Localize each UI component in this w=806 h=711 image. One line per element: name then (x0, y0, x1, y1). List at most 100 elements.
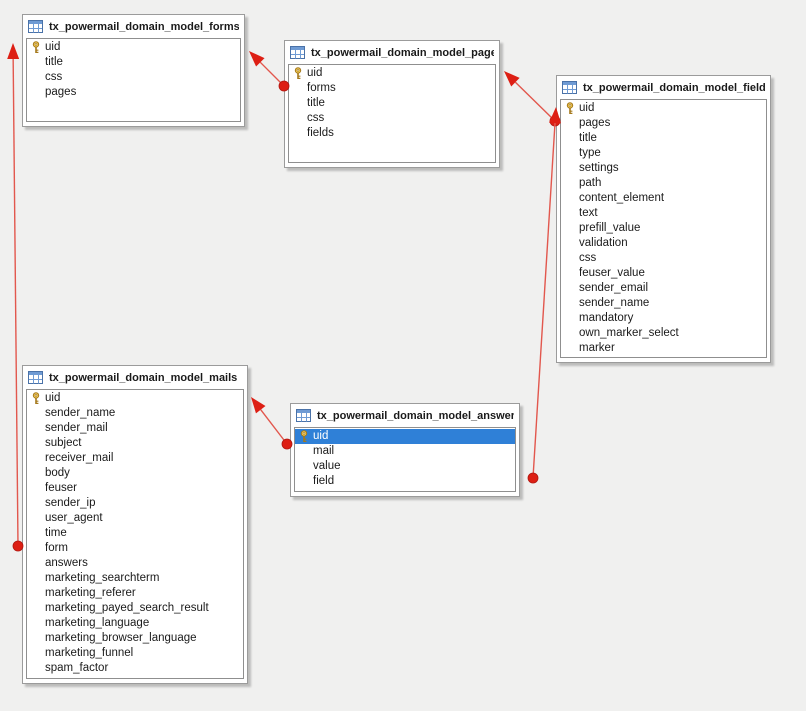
relation-pages-forms (249, 51, 290, 92)
field-row-pages-forms[interactable]: forms (289, 81, 495, 96)
table-body: uid mail value (294, 427, 516, 492)
key-icon (295, 460, 313, 473)
field-row-mails-marketing_referer[interactable]: marketing_referer (27, 586, 243, 601)
field-name: text (579, 207, 598, 219)
key-icon (561, 117, 579, 130)
relation-origin-dot (527, 472, 539, 484)
key-icon (295, 475, 313, 488)
field-row-mails-time[interactable]: time (27, 526, 243, 541)
field-row-fields-path[interactable]: path (561, 176, 766, 191)
key-icon (27, 527, 45, 540)
field-row-mails-sender_ip[interactable]: sender_ip (27, 496, 243, 511)
table-fields[interactable]: tx_powermail_domain_model_fields uid pag… (556, 75, 771, 363)
field-row-fields-text[interactable]: text (561, 206, 766, 221)
table-title: tx_powermail_domain_model_pages (311, 46, 494, 59)
field-row-pages-title[interactable]: title (289, 96, 495, 111)
field-row-mails-sender_name[interactable]: sender_name (27, 406, 243, 421)
field-row-answers-value[interactable]: value (295, 459, 515, 474)
field-row-fields-pages[interactable]: pages (561, 116, 766, 131)
key-icon (27, 422, 45, 435)
field-name: body (45, 467, 70, 479)
field-row-mails-marketing_language[interactable]: marketing_language (27, 616, 243, 631)
field-row-fields-feuser_value[interactable]: feuser_value (561, 266, 766, 281)
field-row-fields-validation[interactable]: validation (561, 236, 766, 251)
field-name: sender_name (579, 297, 650, 309)
field-row-fields-content_element[interactable]: content_element (561, 191, 766, 206)
field-row-mails-subject[interactable]: subject (27, 436, 243, 451)
table-pages[interactable]: tx_powermail_domain_model_pages uid form… (284, 40, 500, 168)
table-icon (28, 20, 43, 33)
field-row-answers-uid[interactable]: uid (295, 429, 515, 444)
field-name: user_agent (45, 512, 103, 524)
key-icon (27, 467, 45, 480)
field-row-mails-marketing_browser_language[interactable]: marketing_browser_language (27, 631, 243, 646)
field-name: css (45, 71, 63, 83)
field-row-fields-settings[interactable]: settings (561, 161, 766, 176)
field-row-answers-field[interactable]: field (295, 474, 515, 489)
field-row-pages-uid[interactable]: uid (289, 66, 495, 81)
field-row-forms-pages[interactable]: pages (27, 85, 240, 100)
field-row-fields-type[interactable]: type (561, 146, 766, 161)
table-icon (290, 46, 305, 59)
field-row-mails-form[interactable]: form (27, 541, 243, 556)
field-row-fields-prefill_value[interactable]: prefill_value (561, 221, 766, 236)
field-name: prefill_value (579, 222, 641, 234)
field-row-fields-own_marker_select[interactable]: own_marker_select (561, 326, 766, 341)
field-row-forms-css[interactable]: css (27, 70, 240, 85)
relation-fields-pages (504, 71, 561, 127)
field-row-mails-marketing_funnel[interactable]: marketing_funnel (27, 646, 243, 661)
field-row-fields-css[interactable]: css (561, 251, 766, 266)
field-row-fields-sender_email[interactable]: sender_email (561, 281, 766, 296)
field-name: uid (307, 67, 323, 79)
field-row-fields-uid[interactable]: uid (561, 101, 766, 116)
field-name: css (307, 112, 325, 124)
key-icon (561, 267, 579, 280)
field-row-mails-body[interactable]: body (27, 466, 243, 481)
table-forms[interactable]: tx_powermail_domain_model_forms uid titl… (22, 14, 245, 127)
field-row-answers-mail[interactable]: mail (295, 444, 515, 459)
field-row-fields-title[interactable]: title (561, 131, 766, 146)
field-row-mails-sender_mail[interactable]: sender_mail (27, 421, 243, 436)
key-icon (27, 602, 45, 615)
key-icon (27, 542, 45, 555)
field-row-mails-answers[interactable]: answers (27, 556, 243, 571)
field-name: uid (579, 102, 595, 114)
key-icon (289, 97, 307, 110)
field-row-fields-marker[interactable]: marker (561, 341, 766, 356)
table-answers[interactable]: tx_powermail_domain_model_answers uid ma… (290, 403, 520, 497)
key-icon (27, 407, 45, 420)
field-row-pages-fields[interactable]: fields (289, 126, 495, 141)
key-icon (27, 557, 45, 570)
key-icon (27, 647, 45, 660)
field-row-mails-feuser[interactable]: feuser (27, 481, 243, 496)
field-row-mails-uid[interactable]: uid (27, 391, 243, 406)
table-title: tx_powermail_domain_model_mails (49, 371, 238, 384)
field-name: spam_factor (45, 662, 109, 674)
key-icon (561, 342, 579, 355)
field-row-forms-title[interactable]: title (27, 55, 240, 70)
table-header: tx_powermail_domain_model_forms (23, 15, 244, 38)
field-name: title (307, 97, 325, 109)
table-mails[interactable]: tx_powermail_domain_model_mails uid send… (22, 365, 248, 684)
field-row-forms-uid[interactable]: uid (27, 40, 240, 55)
field-row-fields-sender_name[interactable]: sender_name (561, 296, 766, 311)
table-header: tx_powermail_domain_model_mails (23, 366, 247, 389)
field-name: marketing_referer (45, 587, 136, 599)
field-row-mails-marketing_payed_search_result[interactable]: marketing_payed_search_result (27, 601, 243, 616)
field-row-mails-spam_factor[interactable]: spam_factor (27, 661, 243, 676)
field-name: marketing_language (45, 617, 150, 629)
field-name: uid (45, 392, 61, 404)
field-name: type (579, 147, 601, 159)
field-row-mails-receiver_mail[interactable]: receiver_mail (27, 451, 243, 466)
field-row-mails-marketing_searchterm[interactable]: marketing_searchterm (27, 571, 243, 586)
key-icon (561, 252, 579, 265)
key-icon (27, 86, 45, 99)
field-row-pages-css[interactable]: css (289, 111, 495, 126)
table-icon (296, 409, 311, 422)
key-icon (289, 67, 307, 80)
field-name: uid (45, 41, 61, 53)
table-header: tx_powermail_domain_model_answers (291, 404, 519, 427)
field-row-fields-mandatory[interactable]: mandatory (561, 311, 766, 326)
field-row-mails-user_agent[interactable]: user_agent (27, 511, 243, 526)
